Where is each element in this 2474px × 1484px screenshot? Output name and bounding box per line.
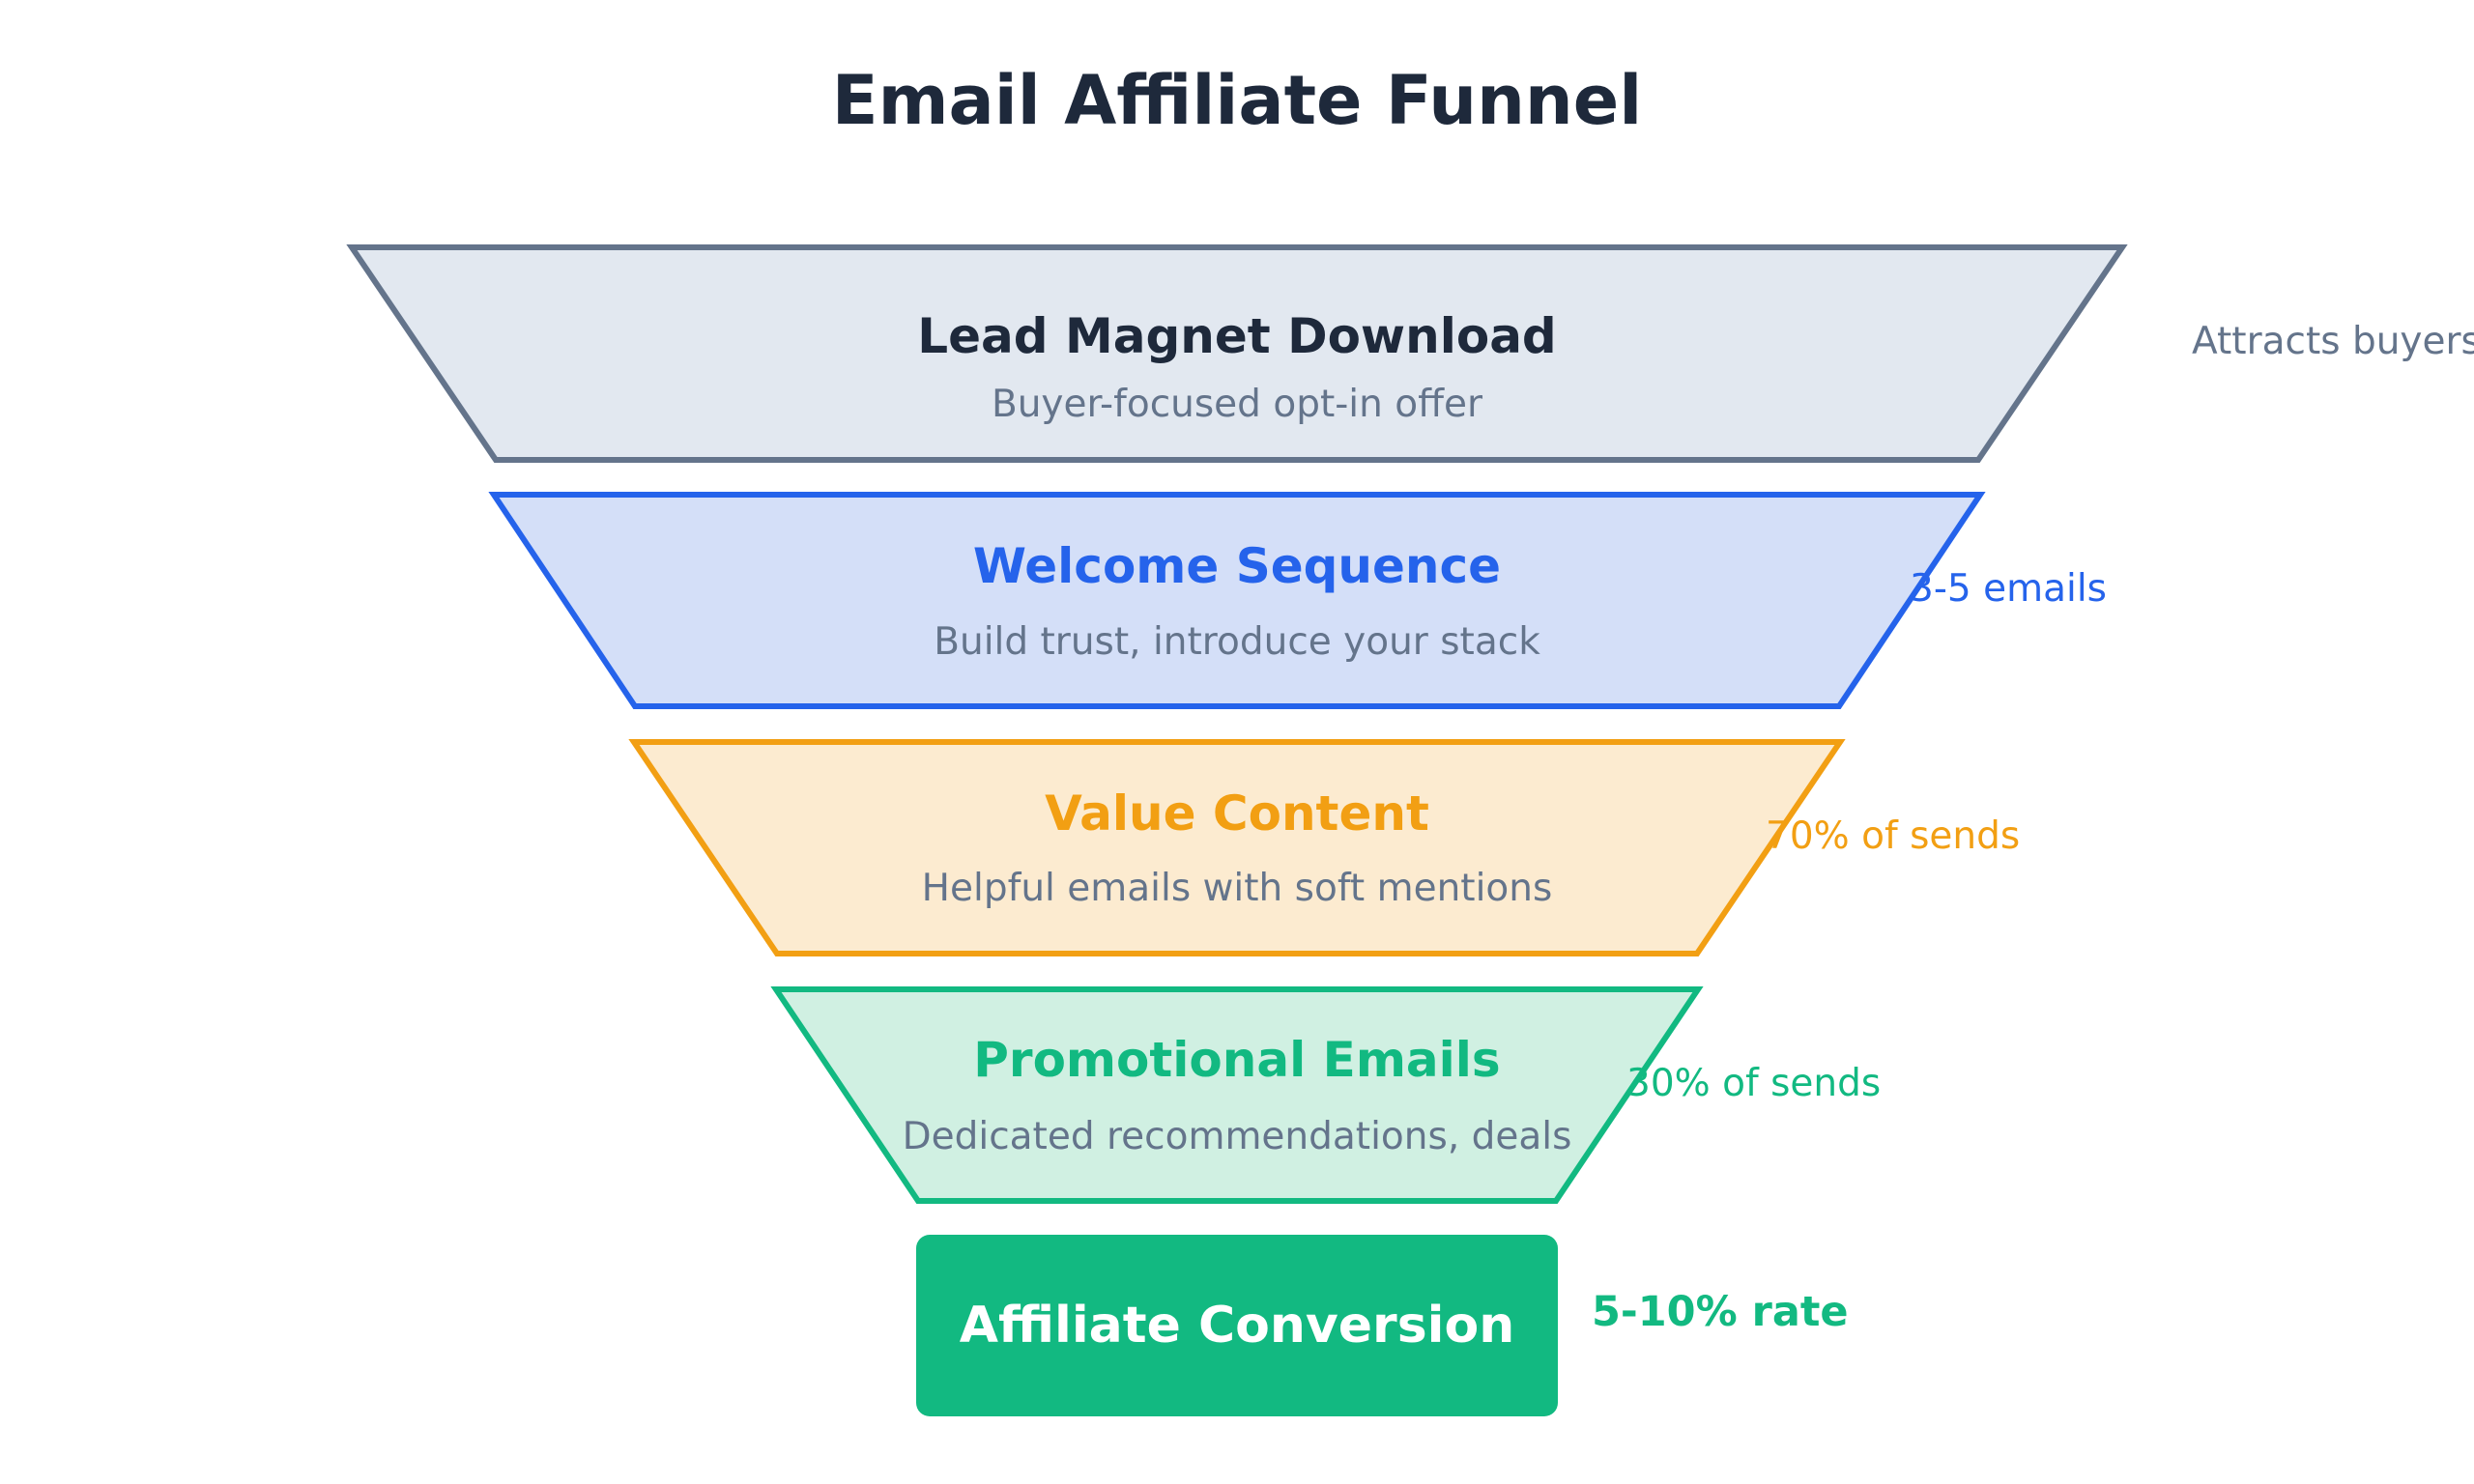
stage-title: Promotional Emails <box>973 1032 1500 1088</box>
stage-title: Lead Magnet Download <box>917 308 1556 364</box>
stage-note: Attracts buyers <box>2192 320 2474 363</box>
stage-subtitle: Helpful emails with soft mentions <box>922 867 1553 910</box>
funnel-stage-shape <box>346 244 2128 463</box>
stage-subtitle: Buyer-focused opt-in offer <box>992 383 1483 426</box>
funnel-stage-shape <box>488 492 1986 709</box>
stage-note: 3-5 emails <box>1910 567 2107 611</box>
stage-subtitle: Build trust, introduce your stack <box>934 620 1540 664</box>
stage-note: 70% of sends <box>1766 814 2020 858</box>
funnel-stage-promotional-emails: Promotional Emails Dedicated recommendat… <box>770 986 1881 1204</box>
conversion-box <box>916 1235 1558 1416</box>
diagram-title: Email Affiliate Funnel <box>832 61 1642 140</box>
funnel-stage-lead-magnet: Lead Magnet Download Buyer-focused opt-i… <box>346 244 2474 463</box>
funnel-stage-shape <box>628 739 1846 956</box>
funnel-stage-welcome-sequence: Welcome Sequence Build trust, introduce … <box>488 492 2107 709</box>
funnel-stage-value-content: Value Content Helpful emails with soft m… <box>628 739 2020 956</box>
stage-subtitle: Dedicated recommendations, deals <box>903 1115 1572 1158</box>
funnel-stage-shape <box>770 986 1704 1204</box>
conversion-rate-note: 5-10% rate <box>1592 1288 1849 1336</box>
stage-title: Value Content <box>1045 785 1429 842</box>
stage-title: Welcome Sequence <box>973 538 1501 594</box>
funnel-stage-affiliate-conversion: Affiliate Conversion 5-10% rate <box>916 1235 1849 1416</box>
conversion-title: Affiliate Conversion <box>960 1297 1514 1355</box>
stage-note: 30% of sends <box>1626 1062 1881 1105</box>
